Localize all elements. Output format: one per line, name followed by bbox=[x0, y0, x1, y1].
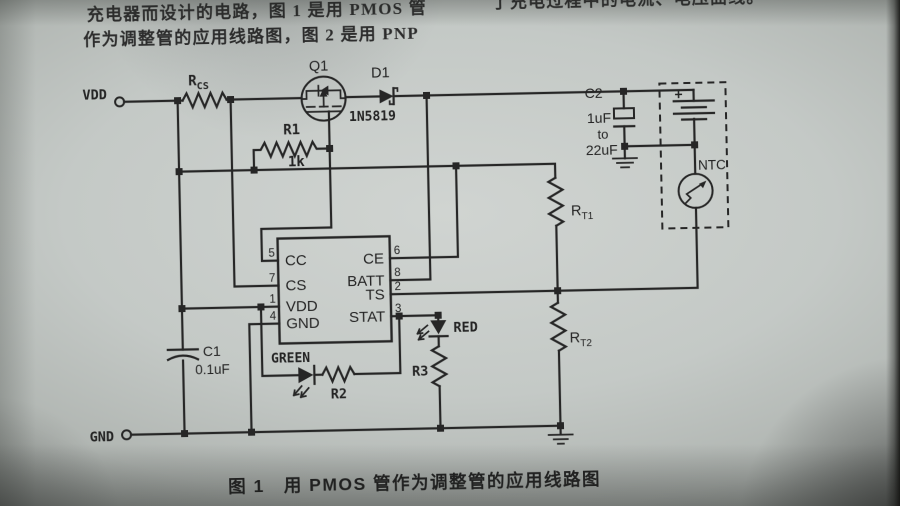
pin-number-5: 5 bbox=[268, 248, 275, 260]
vdd-terminal-label: VDD bbox=[82, 87, 107, 104]
red-led-label: RED bbox=[453, 319, 478, 336]
pin-name-ce: CE bbox=[363, 250, 384, 267]
rcs-label: RCS bbox=[188, 73, 209, 92]
c2-value-2: to bbox=[597, 127, 608, 142]
resistor-rt1 bbox=[546, 176, 566, 228]
gnd-terminal bbox=[121, 429, 133, 441]
ntc-label: NTC bbox=[698, 157, 726, 173]
capacitor-c2 bbox=[612, 107, 636, 128]
resistor-r2 bbox=[320, 364, 356, 385]
r1-value: 1k bbox=[288, 154, 306, 170]
wire-battery-branch bbox=[556, 88, 699, 292]
d1-part-number: 1N5819 bbox=[349, 109, 396, 125]
vdd-terminal bbox=[114, 96, 126, 108]
pin-name-cs: CS bbox=[285, 277, 306, 294]
rt2-label: RT2 bbox=[570, 330, 593, 349]
q1-label: Q1 bbox=[309, 59, 329, 75]
c1-value: 0.1uF bbox=[195, 362, 230, 378]
pin-name-gnd: GND bbox=[286, 315, 320, 333]
pin-number-3: 3 bbox=[395, 303, 402, 315]
gnd-terminal-label: GND bbox=[89, 429, 114, 446]
c2-value-1: 1uF bbox=[587, 110, 611, 127]
c1-label: C1 bbox=[203, 343, 221, 359]
red-led bbox=[416, 320, 449, 341]
pin-number-4: 4 bbox=[270, 311, 277, 323]
wire-bottom-gnd-rail bbox=[129, 424, 562, 436]
resistor-r3 bbox=[429, 344, 449, 388]
resistor-rcs bbox=[181, 90, 229, 111]
r3-label: R3 bbox=[412, 363, 429, 379]
pin-number-8: 8 bbox=[394, 267, 401, 279]
green-led bbox=[292, 364, 316, 399]
r2-label: R2 bbox=[331, 386, 348, 402]
pin-name-vdd: VDD bbox=[286, 298, 318, 316]
wire-left-vdd-column bbox=[176, 99, 186, 435]
rt1-label: RT1 bbox=[571, 203, 594, 222]
ntc-thermistor bbox=[677, 172, 714, 209]
resistor-rt2 bbox=[548, 301, 569, 353]
capacitor-c1 bbox=[166, 348, 200, 362]
pin-name-ts: TS bbox=[365, 286, 385, 303]
wire-vdd-reference-line bbox=[177, 162, 557, 179]
pin-name-cc: CC bbox=[285, 252, 307, 269]
wire-ts-line bbox=[389, 289, 559, 296]
pin-number-7: 7 bbox=[269, 273, 276, 285]
c2-value-3: 22uF bbox=[586, 141, 618, 158]
green-led-label: GREEN bbox=[271, 351, 311, 367]
battery-cells bbox=[672, 99, 716, 121]
pin-number-1: 1 bbox=[269, 294, 276, 306]
pin-number-6: 6 bbox=[394, 245, 401, 257]
battery-plus-sign: + bbox=[674, 86, 683, 102]
pin-number-2: 2 bbox=[394, 281, 401, 293]
c2-ground-symbol bbox=[612, 157, 638, 169]
d1-label: D1 bbox=[371, 65, 390, 81]
pin-name-stat: STAT bbox=[349, 308, 385, 326]
r1-label: R1 bbox=[283, 122, 300, 138]
wire-gnd-pin bbox=[248, 322, 281, 434]
mosfet-q1 bbox=[300, 75, 347, 122]
c2-label: C2 bbox=[584, 85, 602, 101]
